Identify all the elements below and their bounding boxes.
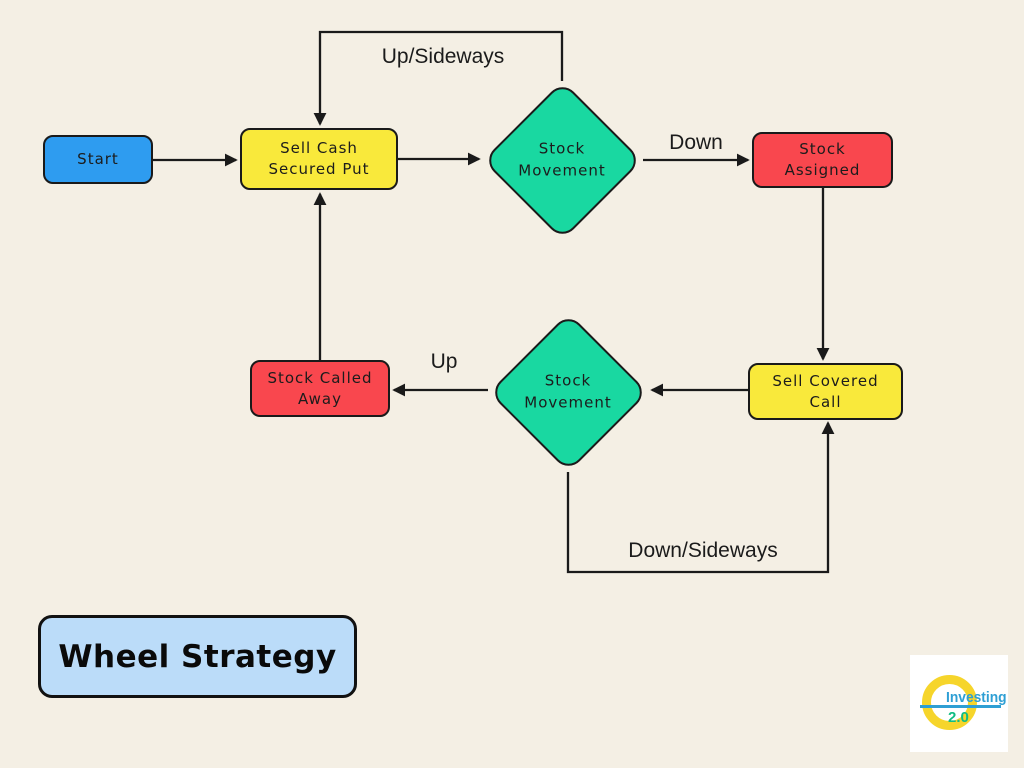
edges-group [153,30,835,574]
node-label-line: Sell Cash [280,139,358,157]
logo-version: 2.0 [948,709,969,726]
edge-movement2-to-covered-loop [566,421,835,574]
node-label-line: Start [77,150,119,168]
node-label-line: Stock Called [267,368,373,387]
logo-underline [920,705,1001,708]
edge-label-up: Up [430,350,458,373]
node-label-line: Sell Covered [772,371,879,390]
node-start: Start [43,135,153,184]
node-label-line: Away [298,389,342,408]
node-label-line: Movement [524,393,612,411]
logo-name: Investing [946,689,1007,706]
title-box: Wheel Strategy [38,615,357,698]
investing-logo: Investing 2.0 [910,655,1008,752]
edge-label-down: Down [669,131,723,154]
logo-ring-icon [922,675,977,730]
node-label-line: Call [809,392,842,411]
node-label-line: Assigned [784,161,861,179]
page-title: Wheel Strategy [58,638,337,675]
node-label-line: Stock [538,139,586,158]
node-label-line: Movement [518,161,606,179]
node-label-line: Secured Put [268,160,370,178]
edge-label-up-sideways: Up/Sideways [381,45,505,68]
edge-movement1-to-put-loop [313,30,564,126]
node-label-line: Stock [544,371,592,390]
node-label-line: Stock [799,140,846,158]
edge-label-down-sideways: Down/Sideways [628,539,778,562]
